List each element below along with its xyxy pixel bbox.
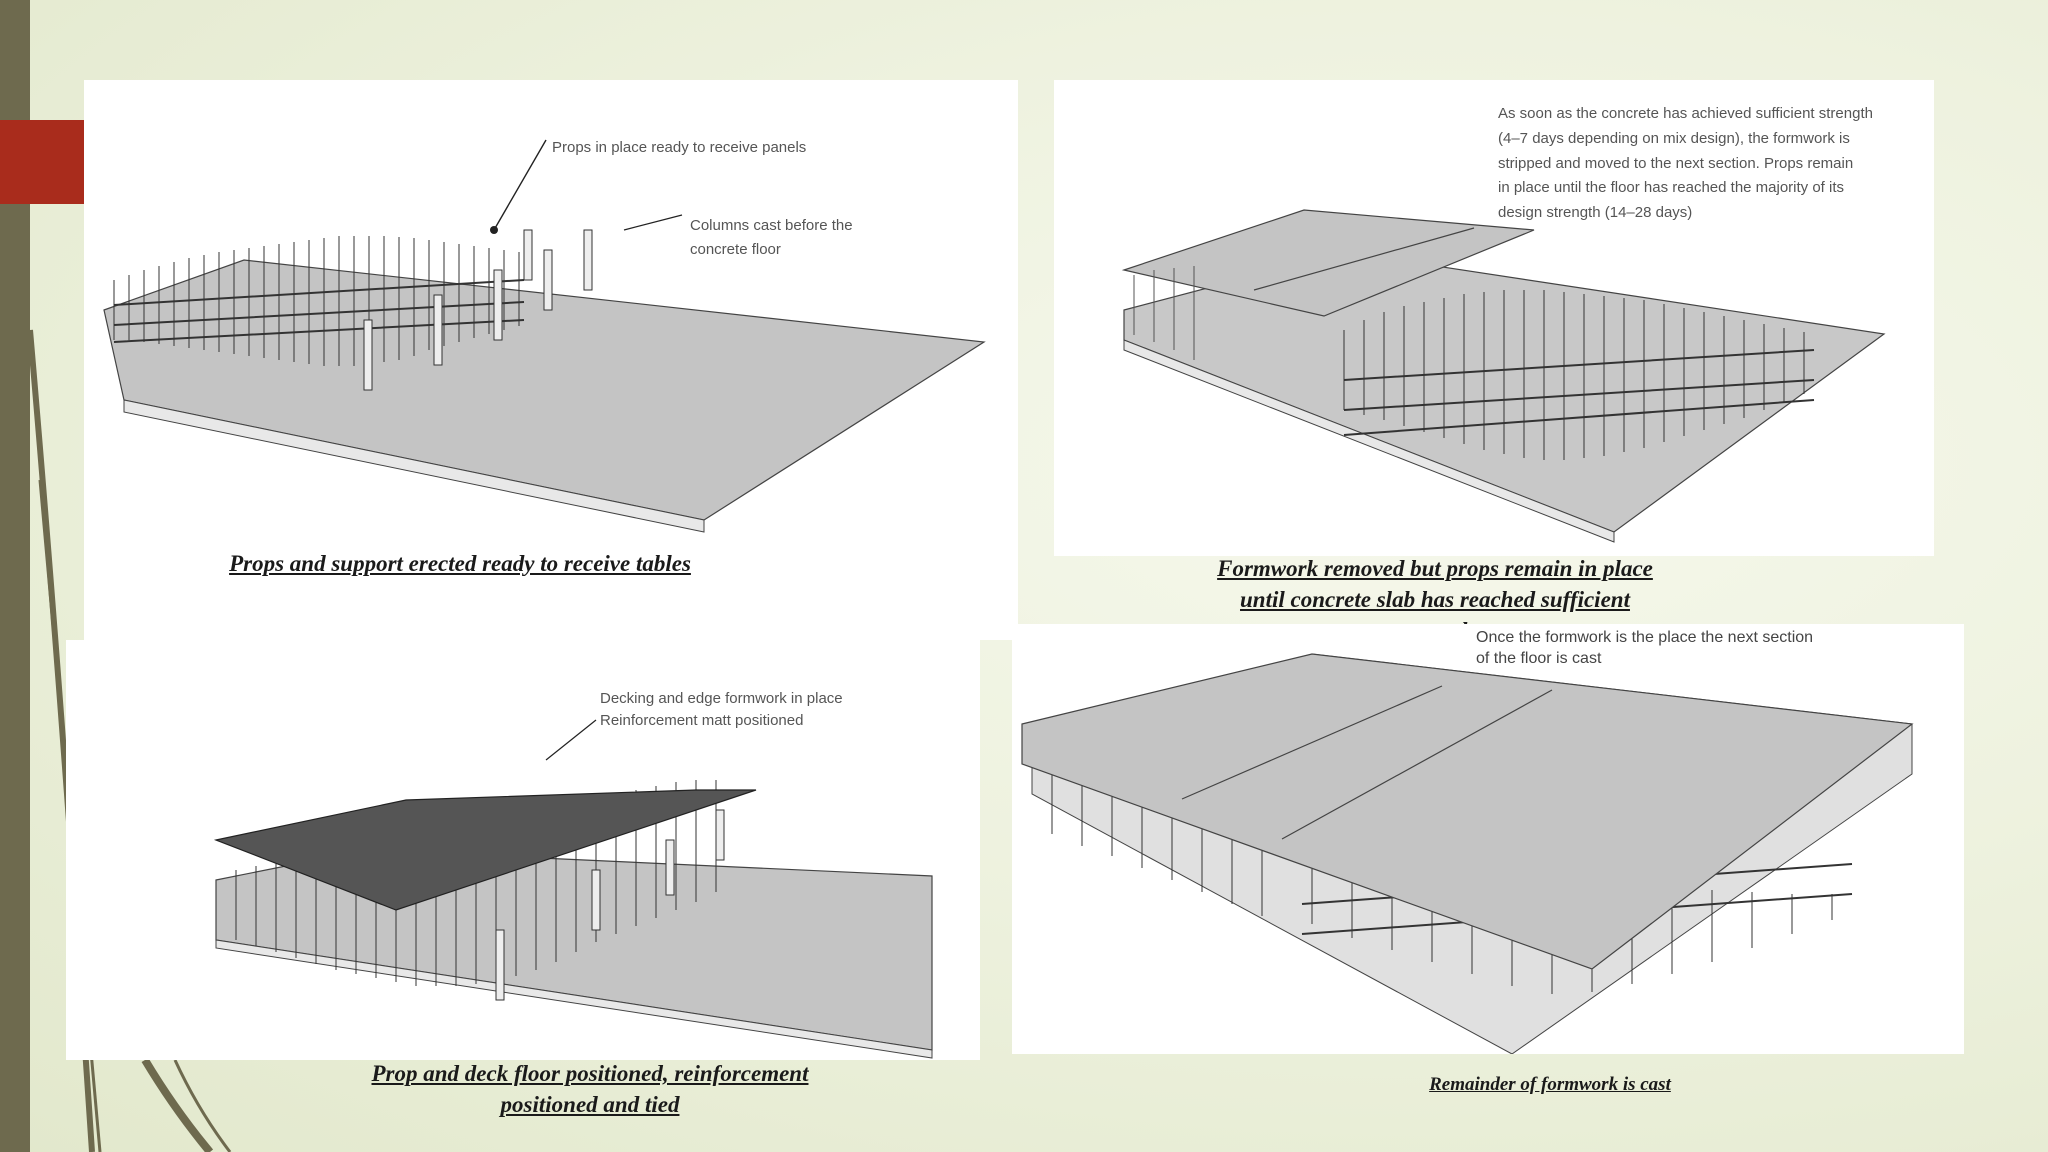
- figure-formwork-removed: As soon as the concrete has achieved suf…: [1054, 80, 1934, 556]
- annotation-formwork-stripped: As soon as the concrete has achieved suf…: [1498, 105, 1873, 221]
- annotation-decking-reinforcement: Decking and edge formwork in place Reinf…: [600, 690, 843, 729]
- caption-remainder-cast: Remainder of formwork is cast: [1429, 1074, 1671, 1095]
- annotation-columns-cast: Columns cast before the concrete floor: [690, 217, 853, 258]
- accent-tab: [0, 120, 84, 204]
- formwork-removed-illustration: [1121, 209, 1886, 543]
- caption-formwork-removed: Formwork removed but props remain in pla…: [1217, 556, 1653, 643]
- figure-prop-and-deck: Decking and edge formwork in place Reinf…: [66, 640, 980, 1060]
- props-erected-illustration: [103, 139, 986, 533]
- prop-and-deck-illustration: [213, 719, 933, 1059]
- remainder-cast-illustration: [1021, 653, 1914, 1054]
- caption-prop-and-deck: Prop and deck floor positioned, reinforc…: [371, 1061, 809, 1118]
- figure-remainder-cast: Once the formwork is the place the next …: [1012, 624, 1964, 1054]
- figure-props-erected: Props in place ready to receive panels C…: [84, 80, 1018, 640]
- caption-props-erected: Props and support erected ready to recei…: [229, 551, 691, 576]
- annotation-props-in-place: Props in place ready to receive panels: [552, 139, 807, 156]
- annotation-next-section: Once the formwork is the place the next …: [1476, 629, 1814, 667]
